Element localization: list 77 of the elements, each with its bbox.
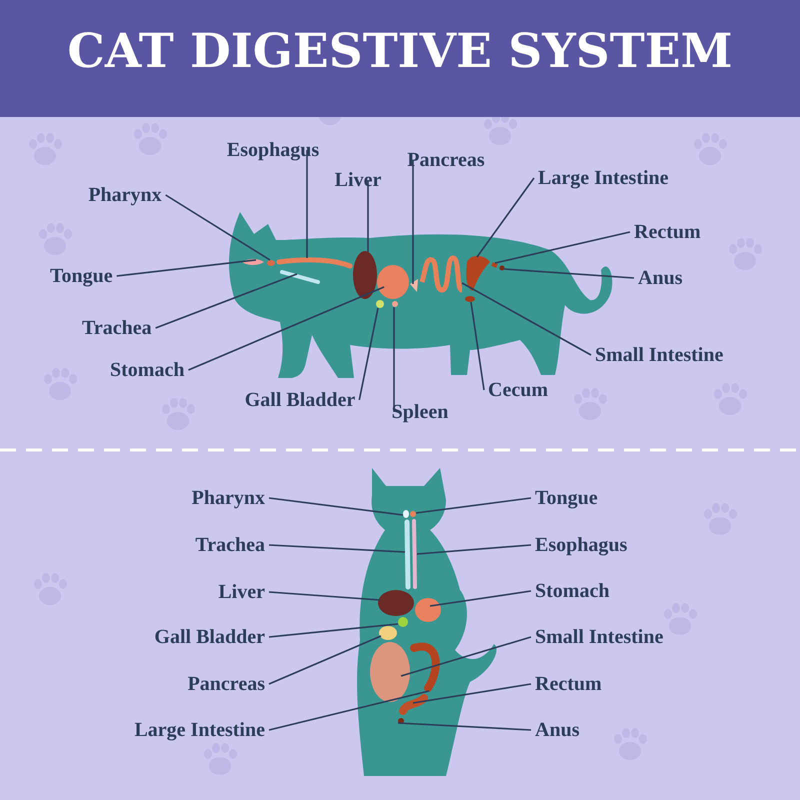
part-label: Rectum bbox=[535, 672, 602, 696]
part-label: Liver bbox=[334, 168, 382, 192]
cecum-drawing bbox=[465, 296, 475, 302]
leader-line bbox=[400, 636, 532, 677]
gall-bladder-drawing bbox=[376, 300, 384, 308]
part-label: Small Intestine bbox=[595, 343, 724, 367]
leader-line bbox=[116, 259, 256, 277]
part-label: Rectum bbox=[634, 220, 701, 244]
trachea-drawing bbox=[280, 270, 320, 284]
leader-line bbox=[155, 273, 298, 329]
liver-drawing bbox=[378, 590, 414, 616]
leader-line bbox=[268, 497, 404, 516]
liver-drawing bbox=[353, 251, 377, 299]
rectum-drawing bbox=[491, 262, 498, 268]
stomach-drawing bbox=[377, 265, 409, 299]
leader-line bbox=[367, 180, 369, 252]
anus-drawing bbox=[500, 266, 504, 270]
esophagus-drawing bbox=[276, 257, 352, 268]
anus-drawing bbox=[398, 718, 404, 724]
leader-line bbox=[268, 690, 430, 731]
part-label: Spleen bbox=[392, 400, 448, 424]
leader-line bbox=[358, 308, 379, 400]
leader-line bbox=[462, 282, 592, 356]
large-intestine-drawing bbox=[410, 642, 440, 692]
part-label: Large Intestine bbox=[538, 166, 669, 190]
part-label: Esophagus bbox=[535, 533, 628, 557]
part-label: Pharynx bbox=[192, 486, 265, 510]
part-label: Pharynx bbox=[88, 183, 162, 207]
part-label: Tongue bbox=[50, 264, 113, 288]
pancreas-drawing bbox=[379, 626, 397, 640]
leader-line bbox=[268, 591, 380, 601]
part-label: Anus bbox=[638, 266, 682, 290]
part-label: Pancreas bbox=[407, 148, 485, 172]
pharynx-drawing bbox=[403, 510, 409, 518]
part-label: Cecum bbox=[488, 378, 548, 402]
trachea-drawing bbox=[404, 520, 410, 590]
part-label: Liver bbox=[218, 580, 265, 604]
part-label: Large Intestine bbox=[134, 718, 265, 742]
leader-line bbox=[306, 150, 308, 258]
leader-line bbox=[398, 722, 532, 731]
part-label: Gall Bladder bbox=[154, 625, 265, 649]
rectum-drawing bbox=[399, 694, 428, 715]
large-intestine-drawing bbox=[466, 256, 490, 291]
small-intestine-drawing bbox=[420, 256, 464, 292]
stomach-drawing bbox=[415, 598, 441, 622]
part-label: Gall Bladder bbox=[244, 388, 356, 412]
leader-line bbox=[165, 194, 270, 261]
leader-line bbox=[470, 302, 485, 390]
leader-line bbox=[476, 178, 535, 258]
pharynx-drawing bbox=[267, 260, 275, 266]
tongue-drawing bbox=[242, 259, 264, 265]
part-label: Anus bbox=[535, 718, 580, 742]
part-label: Esophagus bbox=[226, 138, 320, 162]
spleen-drawing bbox=[392, 301, 398, 307]
part-label: Trachea bbox=[82, 316, 152, 340]
small-intestine-drawing bbox=[370, 642, 410, 702]
leader-line bbox=[268, 544, 406, 553]
leader-line bbox=[393, 307, 395, 412]
leader-line bbox=[268, 623, 398, 638]
leader-line bbox=[268, 635, 382, 685]
leader-line bbox=[504, 268, 634, 279]
leader-line bbox=[416, 497, 532, 514]
part-label: Small Intestine bbox=[535, 625, 664, 649]
part-label: Tongue bbox=[535, 486, 598, 510]
leader-line bbox=[416, 544, 532, 555]
part-label: Trachea bbox=[195, 533, 265, 557]
leader-line bbox=[412, 683, 532, 704]
esophagus-drawing bbox=[412, 519, 417, 589]
leader-line bbox=[494, 231, 630, 264]
part-label: Stomach bbox=[110, 358, 184, 382]
leader-line bbox=[188, 286, 384, 371]
part-label: Pancreas bbox=[188, 672, 265, 696]
part-label: Stomach bbox=[535, 579, 610, 603]
tongue-drawing bbox=[410, 511, 416, 517]
leader-line bbox=[430, 590, 532, 607]
gall-bladder-drawing bbox=[398, 617, 408, 627]
title: CAT DIGESTIVE SYSTEM bbox=[66, 24, 734, 79]
